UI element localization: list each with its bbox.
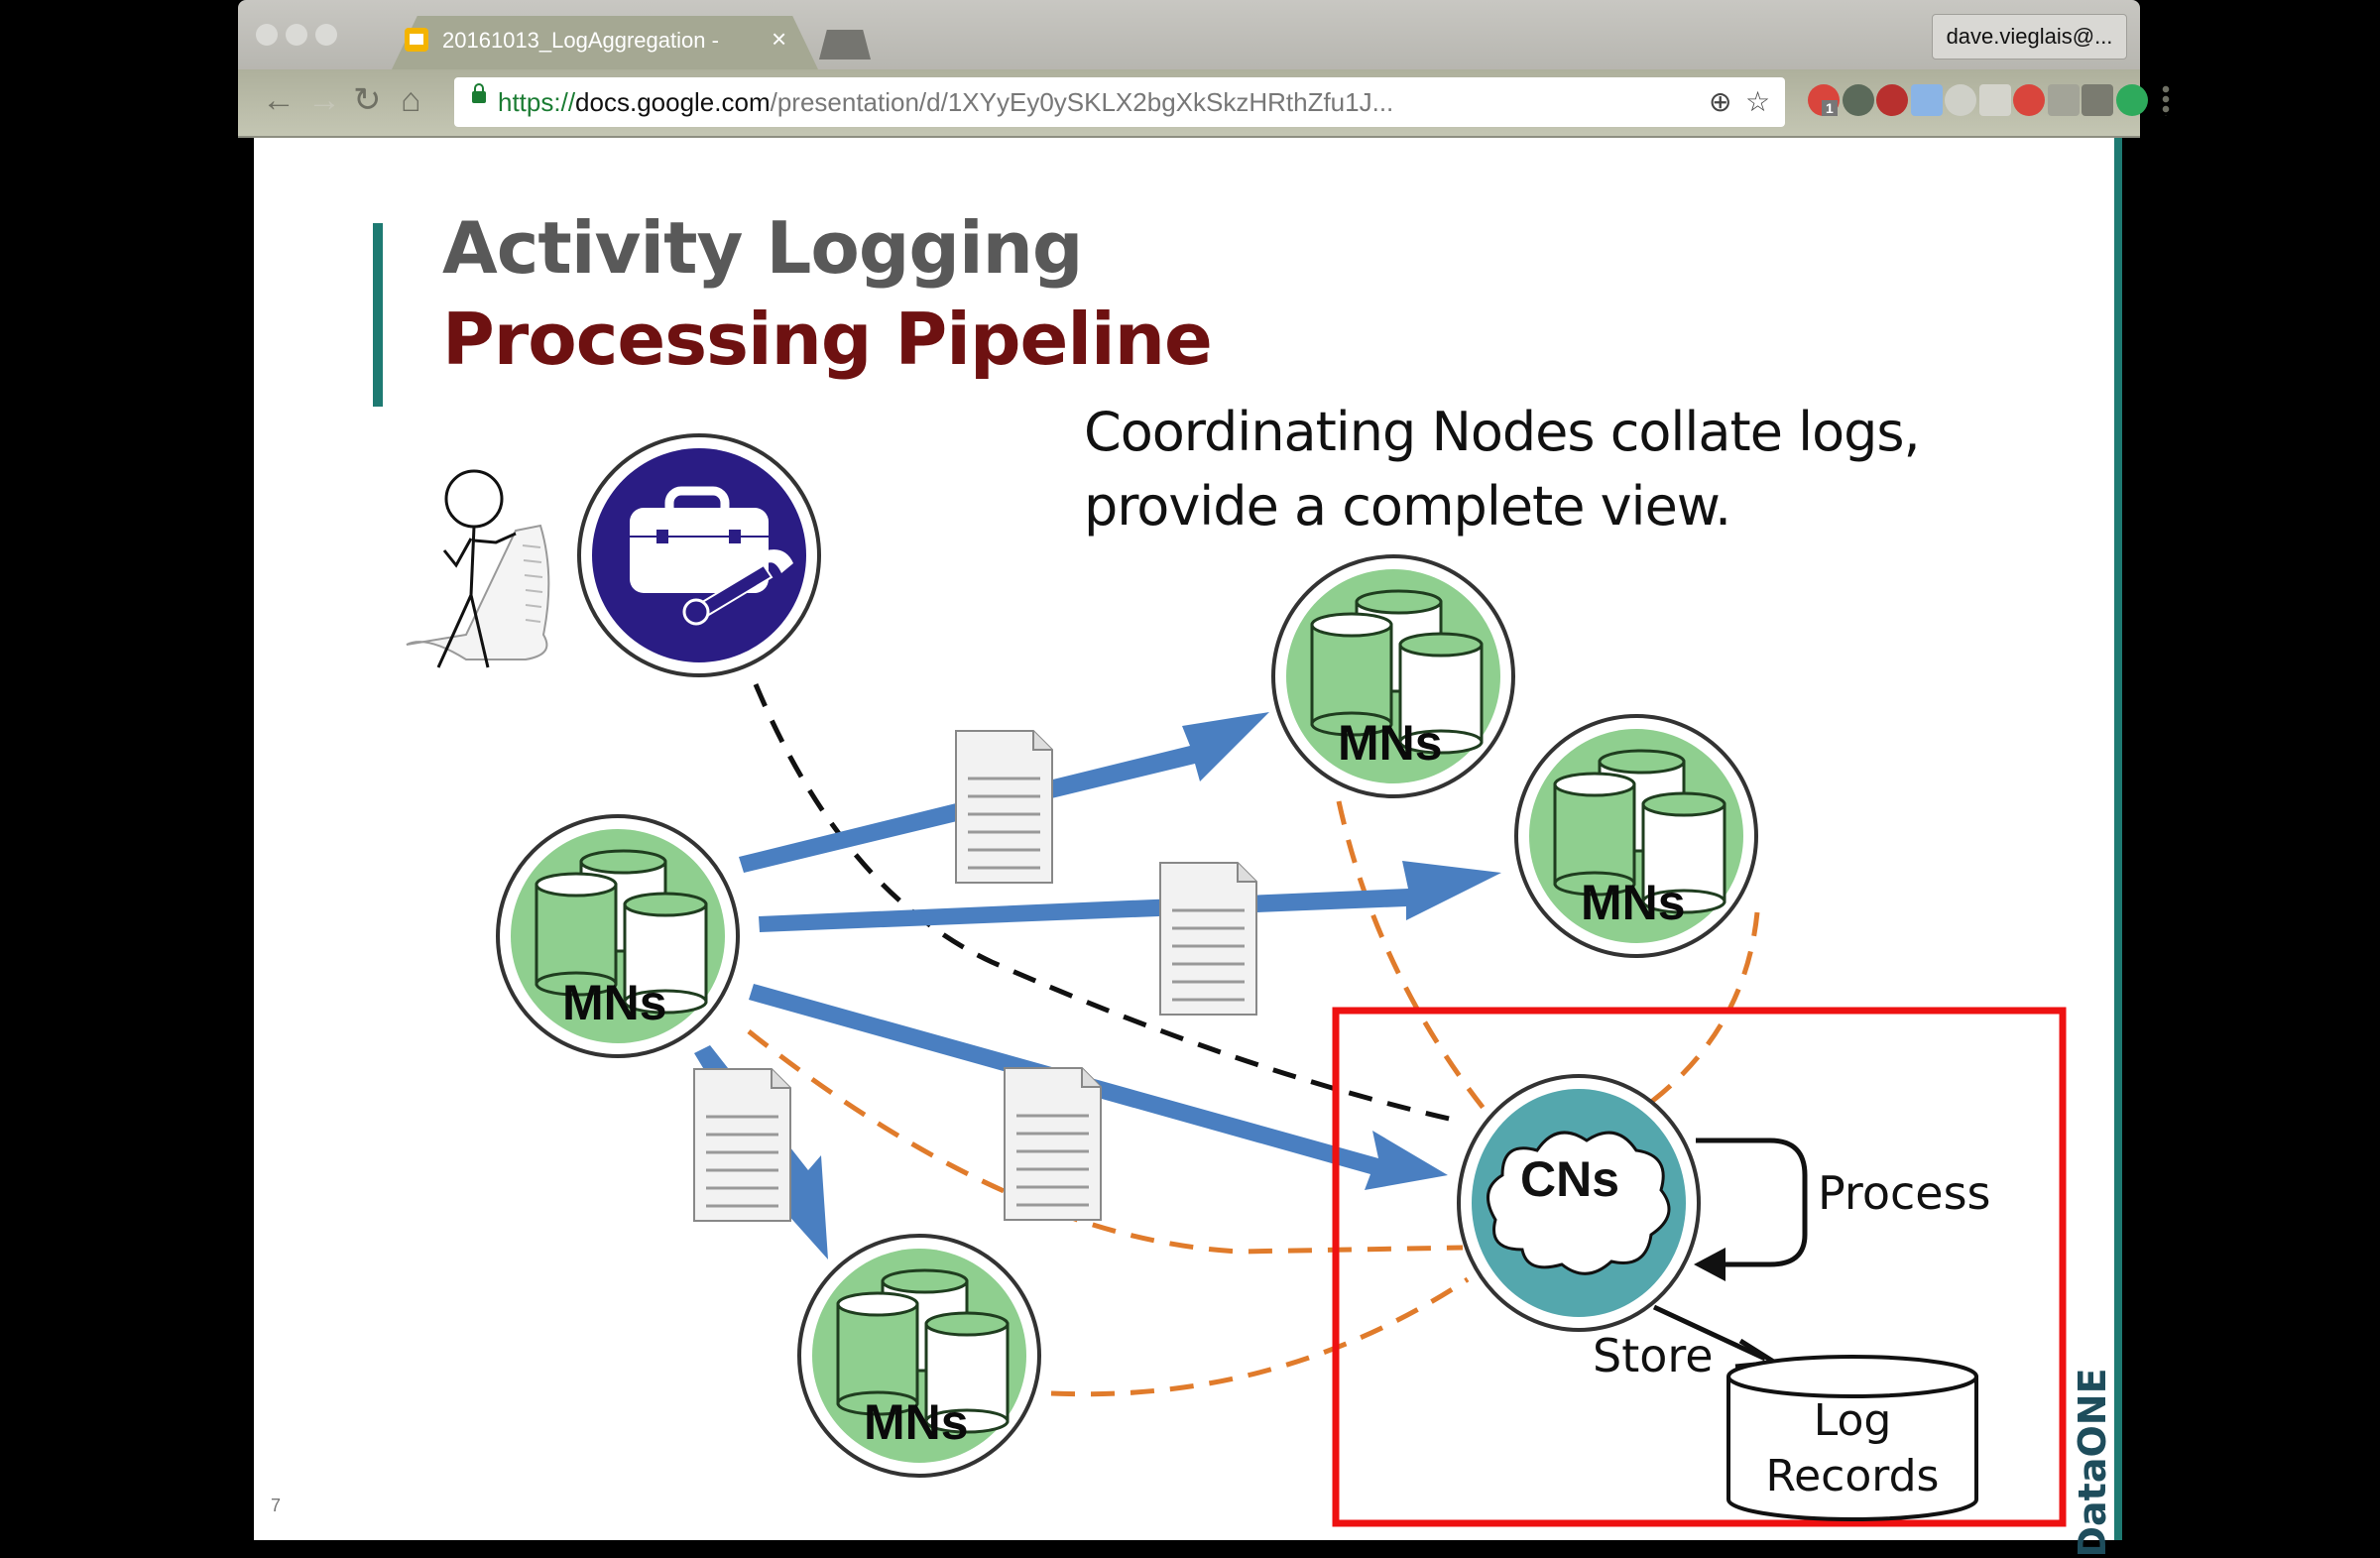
- dashed-link-mn-left-to-cn: [747, 1029, 1464, 1255]
- close-icon[interactable]: ×: [772, 24, 787, 54]
- tab-title: 20161013_LogAggregation -: [442, 28, 719, 53]
- window-maximize-button[interactable]: [315, 24, 337, 46]
- log-records-database-icon: [1726, 1355, 1978, 1521]
- arrow-to-mn-right: [759, 861, 1501, 932]
- list-icon[interactable]: [2082, 84, 2113, 116]
- menu-kebab-icon[interactable]: [2162, 84, 2170, 116]
- log-records-line1: Log: [1813, 1395, 1892, 1446]
- extension-red-badge-icon[interactable]: 1: [1808, 84, 1840, 116]
- cn-node: [1457, 1074, 1701, 1332]
- log-records-label: Log Records: [1728, 1393, 1976, 1504]
- url-text[interactable]: https://docs.google.com/presentation/d/1…: [498, 87, 1393, 118]
- forward-arrow-icon[interactable]: →: [307, 81, 341, 119]
- browser-window: 20161013_LogAggregation - × dave.vieglai…: [238, 0, 2170, 1540]
- process-label: Process: [1818, 1166, 1991, 1220]
- new-tab-button[interactable]: [819, 30, 871, 60]
- mn-label: MNs: [1338, 715, 1443, 771]
- back-arrow-icon[interactable]: ←: [262, 81, 296, 119]
- browser-toolbar: ← → ↻ ⌂ https://docs.google.com/presenta…: [238, 69, 2170, 138]
- title-accent-bar: [373, 223, 383, 407]
- log-document-icon: [692, 1067, 792, 1223]
- process-loop-arrow: [1696, 1138, 1808, 1267]
- url-host: docs.google.com: [575, 87, 771, 117]
- grammarly-icon[interactable]: [2115, 84, 2148, 116]
- address-bar[interactable]: https://docs.google.com/presentation/d/1…: [454, 77, 1785, 127]
- cast-icon[interactable]: [2047, 84, 2080, 116]
- log-records-line2: Records: [1765, 1451, 1940, 1501]
- window-close-button[interactable]: [256, 24, 278, 46]
- store-arrow: [1652, 1304, 1767, 1362]
- extension-arrow-icon[interactable]: [1945, 84, 1976, 116]
- mn-label: MNs: [1581, 875, 1686, 930]
- cn-label: CNs: [1520, 1151, 1620, 1207]
- window-minimize-button[interactable]: [286, 24, 307, 46]
- log-document-icon: [954, 729, 1054, 885]
- url-path: /presentation/d/1XYyEy0ySKLX2bgXkSkzHRth…: [770, 87, 1394, 117]
- slide-right-accent: [2114, 138, 2122, 1540]
- profile-button[interactable]: dave.vieglais@...: [1932, 14, 2127, 60]
- home-icon[interactable]: ⌂: [401, 81, 421, 119]
- dashed-link-toolbox-to-cn: [753, 683, 1459, 1124]
- dataone-logo-text: DataONE: [2071, 1368, 2114, 1558]
- subtitle-line2: provide a complete view.: [1084, 475, 1731, 538]
- tab-strip: 20161013_LogAggregation - × dave.vieglai…: [238, 0, 2140, 69]
- bookmark-star-icon[interactable]: ☆: [1745, 86, 1771, 117]
- dashed-link-mn-top-to-cn: [1336, 800, 1499, 1128]
- mn-label: MNs: [864, 1394, 969, 1450]
- log-document-icon: [1158, 861, 1258, 1017]
- extension-red-plug-icon[interactable]: [2013, 84, 2045, 116]
- reload-icon[interactable]: ↻: [353, 81, 382, 119]
- extension-badge: 1: [1822, 100, 1838, 116]
- google-docs-icon[interactable]: [1910, 84, 1943, 116]
- toolbox-wrench-icon: [577, 433, 821, 677]
- google-slides-icon: [405, 28, 428, 52]
- store-label: Store: [1593, 1329, 1714, 1382]
- cloud-icon: [1487, 1131, 1671, 1275]
- url-scheme: https://: [498, 87, 576, 117]
- zoom-icon[interactable]: ⊕: [1709, 86, 1732, 117]
- evernote-icon[interactable]: [1842, 84, 1874, 116]
- slide-title-line1: Activity Logging: [442, 206, 1083, 290]
- slide-title-line2: Processing Pipeline: [442, 298, 1213, 381]
- slide-number: 7: [271, 1496, 282, 1515]
- slide-subtitle: Coordinating Nodes collate logs, provide…: [1084, 395, 1921, 543]
- subtitle-line1: Coordinating Nodes collate logs,: [1084, 401, 1921, 463]
- dashed-link-mn-bottom-to-cn: [1050, 1276, 1470, 1397]
- log-document-icon: [1003, 1066, 1103, 1222]
- mn-label: MNs: [562, 975, 667, 1030]
- tab-active[interactable]: [392, 16, 818, 69]
- cn-highlight-box: [1332, 1007, 2067, 1527]
- pocket-armchair-icon[interactable]: [1876, 84, 1908, 116]
- extension-grey-box-icon[interactable]: [1978, 84, 2011, 116]
- dataone-logo: DataONE: [2071, 1368, 2114, 1557]
- dashed-link-mn-right-to-cn: [1644, 911, 1760, 1108]
- stick-figure-icon: [406, 469, 550, 668]
- lock-icon: [472, 83, 486, 103]
